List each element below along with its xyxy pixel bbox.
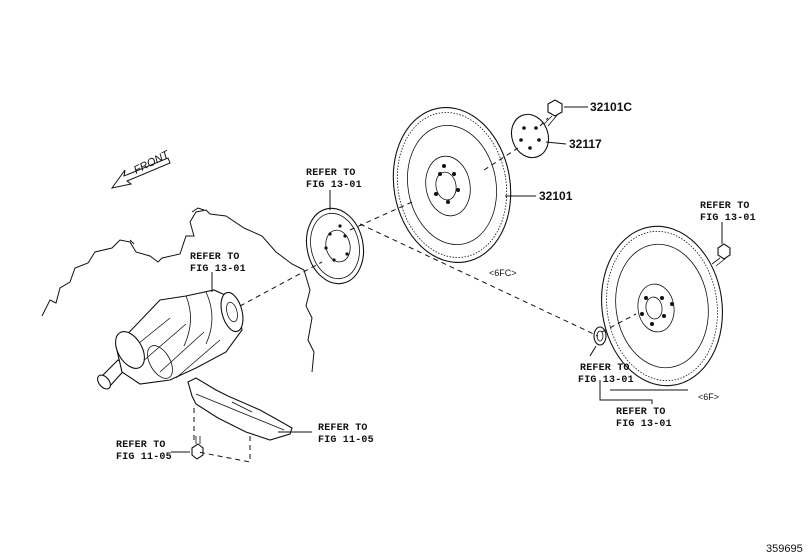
leader-lines [171,106,723,453]
flywheel-lower [600,225,724,387]
ref-callout-cover: REFER TO FIG 11-05 [318,423,374,446]
spacer-plate [510,113,550,159]
drive-plate [305,207,365,285]
front-label: FRONT [132,148,172,176]
svg-text:REFER TO: REFER TO [190,252,240,263]
ref-callout-seal: REFER TO FIG 13-01 [578,363,634,386]
ref-callout-plate: REFER TO FIG 13-01 [306,168,362,191]
ref-callout-crankshaft: REFER TO FIG 13-01 [190,252,246,275]
svg-text:FIG 13-01: FIG 13-01 [306,180,362,191]
ref-callout-bottom-right: REFER TO FIG 13-01 [616,407,672,430]
part-number-flywheel: 32101 [539,189,573,203]
svg-text:REFER TO: REFER TO [318,423,368,434]
lower-cover-plate [187,377,293,441]
svg-text:FIG 11-05: FIG 11-05 [318,435,374,446]
svg-text:FIG 11-05: FIG 11-05 [116,452,172,463]
svg-text:REFER TO: REFER TO [580,363,630,374]
svg-text:REFER TO: REFER TO [306,168,356,179]
svg-text:REFER TO: REFER TO [116,440,166,451]
svg-text:FIG 13-01: FIG 13-01 [190,264,246,275]
flywheel-upper [392,106,512,264]
alignment-lines [193,117,637,463]
crankshaft [97,289,244,390]
variant-tag-lower: <6F> [698,392,719,402]
part-number-bolt: 32101C [590,100,632,114]
front-direction-arrow: FRONT [110,148,172,189]
svg-text:FIG 13-01: FIG 13-01 [578,375,634,386]
svg-text:REFER TO: REFER TO [616,407,666,418]
ref-callout-cover-bolt: REFER TO FIG 11-05 [116,440,172,463]
ref-callout-right-bolt: REFER TO FIG 13-01 [700,201,756,224]
svg-text:FIG 13-01: FIG 13-01 [616,419,672,430]
svg-text:FIG 13-01: FIG 13-01 [700,213,756,224]
part-number-spacer: 32117 [569,137,602,151]
seal-ring [593,326,607,346]
flywheel-bolt [543,99,563,127]
figure-id: 359695 [766,543,803,555]
svg-text:REFER TO: REFER TO [700,201,750,212]
variant-tag-upper: <6FC> [489,268,517,278]
right-bolt [711,243,731,267]
cover-bolt [191,436,204,460]
engine-block-outline [41,207,315,373]
